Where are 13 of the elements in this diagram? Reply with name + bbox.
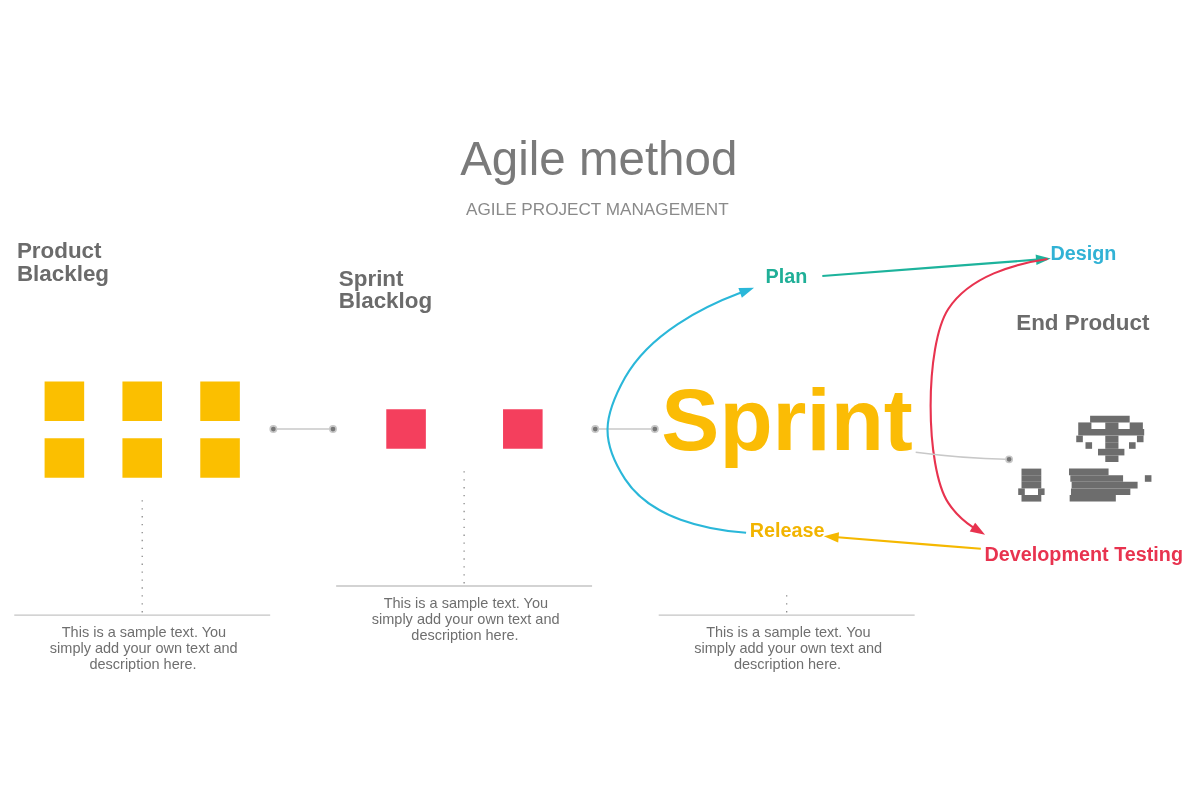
node-text: Sprint [661, 370, 913, 468]
caption: AGILE PROJECT MANAGEMENT [466, 198, 729, 219]
node-label: Product Blackleg [16, 238, 110, 286]
node-label: End Product [1016, 309, 1150, 335]
node-text: Design [1050, 242, 1117, 265]
diagram-title: Agile method [460, 132, 738, 186]
node-label: This is a sample text. You simply add your own text and description here. [49, 624, 238, 672]
label: This is a sample text. You simply add your own text and description here. [694, 624, 883, 672]
node-label: Sprint Blacklog [338, 266, 433, 314]
node-text: Release [749, 519, 825, 542]
node-text: Development Testing [984, 542, 1183, 565]
node-text: Plan [765, 264, 808, 287]
node-label: This is a sample text. You simply add your own text and description here. [371, 595, 560, 643]
